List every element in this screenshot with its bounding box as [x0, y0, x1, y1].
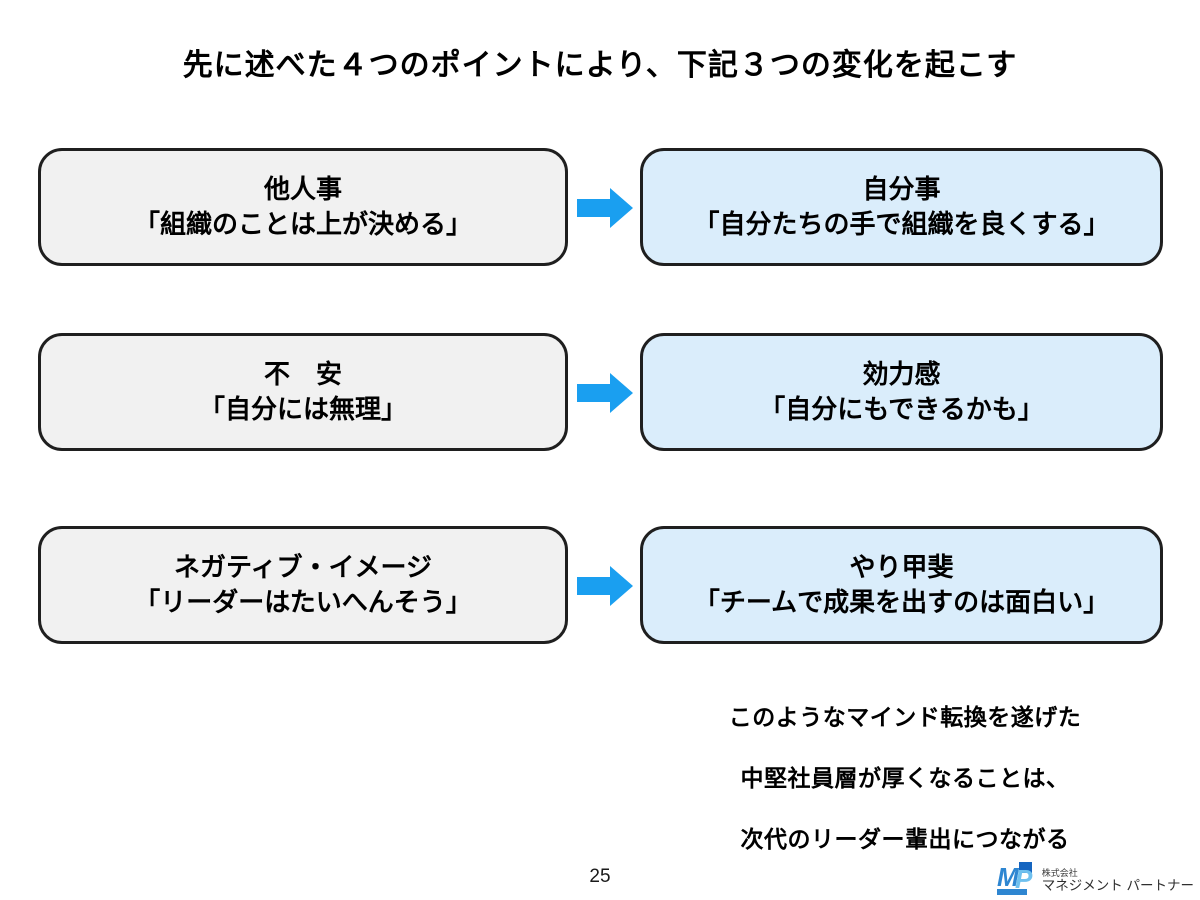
after-box-3: やり甲斐 「チームで成果を出すのは面白い」 — [640, 526, 1163, 644]
after-box-1: 自分事 「自分たちの手で組織を良くする」 — [640, 148, 1163, 266]
before-quote: 「自分には無理」 — [198, 394, 407, 424]
company-name: マネジメント パートナー — [1041, 878, 1194, 894]
right-arrow-icon — [577, 373, 633, 413]
change-row-2: 不 安 「自分には無理」 効力感 「自分にもできるかも」 — [0, 333, 1200, 451]
after-heading: やり甲斐 — [849, 551, 954, 582]
svg-text:P: P — [1015, 864, 1033, 894]
right-arrow-icon — [577, 566, 633, 606]
conclusion-line-2: 中堅社員層が厚くなることは、 — [740, 765, 1070, 791]
after-quote: 「チームで成果を出すのは面白い」 — [693, 587, 1110, 617]
page-number: 25 — [589, 866, 611, 887]
change-row-3: ネガティブ・イメージ 「リーダーはたいへんそう」 やり甲斐 「チームで成果を出す… — [0, 526, 1200, 644]
before-box-2: 不 安 「自分には無理」 — [38, 333, 568, 451]
company-prefix: 株式会社 — [1041, 867, 1078, 878]
change-row-1: 他人事 「組織のことは上が決める」 自分事 「自分たちの手で組織を良くする」 — [0, 148, 1200, 266]
conclusion-line-1: このようなマインド転換を遂げた — [728, 704, 1082, 730]
company-logo: M P 株式会社 マネジメント パートナー — [996, 862, 1194, 896]
before-heading: 他人事 — [263, 173, 342, 204]
before-heading: 不 安 — [263, 358, 342, 389]
after-quote: 「自分たちの手で組織を良くする」 — [693, 209, 1110, 239]
before-quote: 「組織のことは上が決める」 — [133, 209, 472, 239]
after-heading: 自分事 — [862, 173, 941, 204]
right-arrow-icon — [577, 188, 633, 228]
before-heading: ネガティブ・イメージ — [174, 551, 432, 582]
company-name-block: 株式会社 マネジメント パートナー — [1041, 867, 1194, 896]
svg-text:M: M — [997, 862, 1020, 892]
after-heading: 効力感 — [862, 358, 941, 389]
after-quote: 「自分にもできるかも」 — [759, 394, 1044, 424]
slide-title: 先に述べた４つのポイントにより、下記３つの変化を起こす — [182, 49, 1018, 82]
conclusion-line-3: 次代のリーダー輩出につながる — [740, 826, 1070, 852]
before-box-1: 他人事 「組織のことは上が決める」 — [38, 148, 568, 266]
before-box-3: ネガティブ・イメージ 「リーダーはたいへんそう」 — [38, 526, 568, 644]
after-box-2: 効力感 「自分にもできるかも」 — [640, 333, 1163, 451]
before-quote: 「リーダーはたいへんそう」 — [134, 587, 472, 617]
conclusion-text: このようなマインド転換を遂げた 中堅社員層が厚くなることは、 次代のリーダー輩出… — [650, 698, 1160, 881]
mp-logo-icon: M P — [996, 862, 1039, 896]
